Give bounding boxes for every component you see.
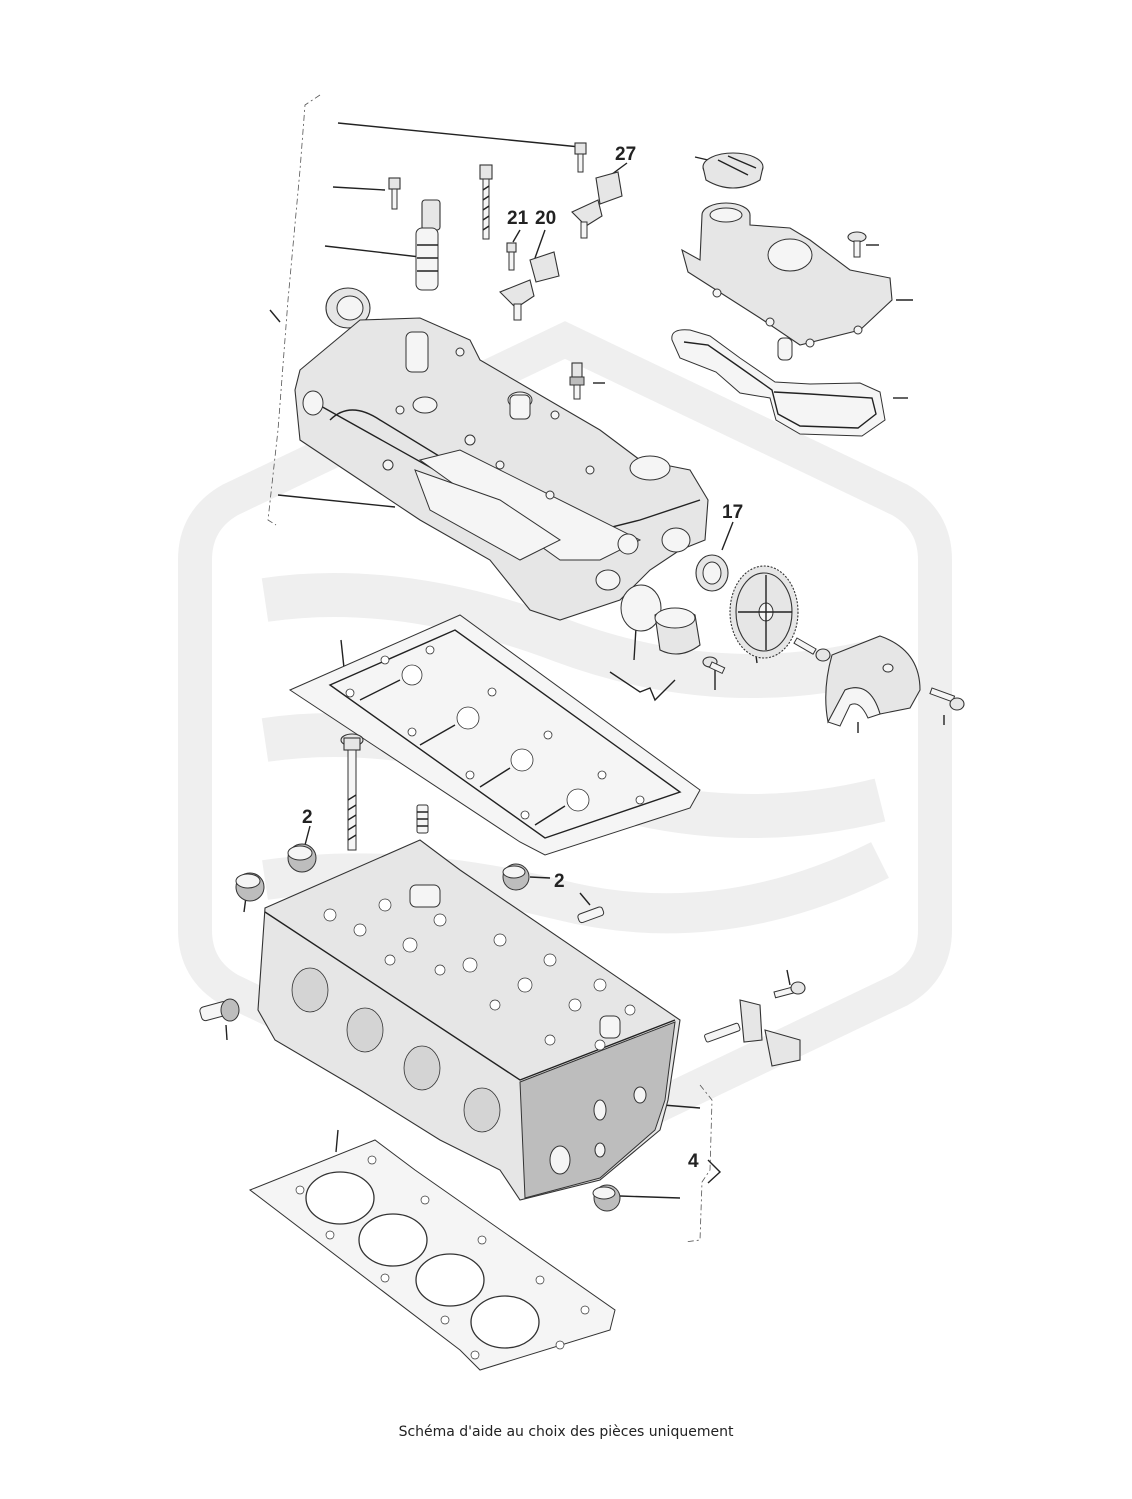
plug-cap-d [592, 1184, 621, 1212]
bolt-sensor-right [773, 981, 806, 999]
bolt-small-1 [388, 177, 401, 210]
callout-2-right: 2 [554, 871, 565, 892]
plug-cap-b [235, 872, 265, 902]
cylinder-head [257, 839, 681, 1201]
sensor-20 [499, 251, 560, 321]
callout-17: 17 [722, 502, 743, 523]
bolt-small-3 [506, 242, 517, 271]
callout-2-left: 2 [302, 807, 313, 828]
cylinder-head-bolt [340, 733, 364, 851]
bolt-sprocket [793, 637, 831, 662]
sensor-right [704, 999, 801, 1067]
left-bracket-top [267, 94, 321, 526]
end-cap [654, 607, 701, 655]
dowel-pin [416, 804, 429, 834]
callout-4: 4 [688, 1151, 699, 1172]
oil-filler-cap [702, 152, 764, 189]
oil-separator-gasket [671, 329, 886, 437]
bolt-top-long [479, 164, 493, 240]
callout-21: 21 [507, 208, 529, 229]
callout-27: 27 [615, 144, 636, 165]
cylinder-head-gasket [248, 1139, 616, 1371]
temperature-sender [569, 362, 585, 400]
plug-cap-c [502, 863, 530, 891]
callout-20: 20 [535, 208, 556, 229]
camshaft-housing-gasket [288, 614, 701, 856]
right-bracket-lower [684, 1084, 722, 1243]
camshaft-solenoid-valve [415, 199, 441, 291]
oil-seal-17 [695, 554, 729, 592]
bolt-cap [702, 656, 726, 675]
bolt-shield [929, 687, 965, 711]
dowel-small [577, 906, 605, 924]
bolt-small-2 [574, 142, 587, 173]
sensor-left [199, 998, 240, 1022]
bolt-housing [847, 231, 867, 258]
camshaft-sprocket [729, 565, 799, 659]
camshaft-sensor-27 [571, 171, 623, 239]
oil-seal-ring [325, 287, 371, 329]
timing-cover-shield [825, 635, 921, 727]
plug-cap-a [287, 843, 317, 873]
o-ring [620, 584, 662, 632]
diagram-caption: Schéma d'aide au choix des pièces unique… [398, 1424, 734, 1440]
oil-separator-housing [681, 202, 893, 361]
camshaft-housing [294, 317, 709, 621]
